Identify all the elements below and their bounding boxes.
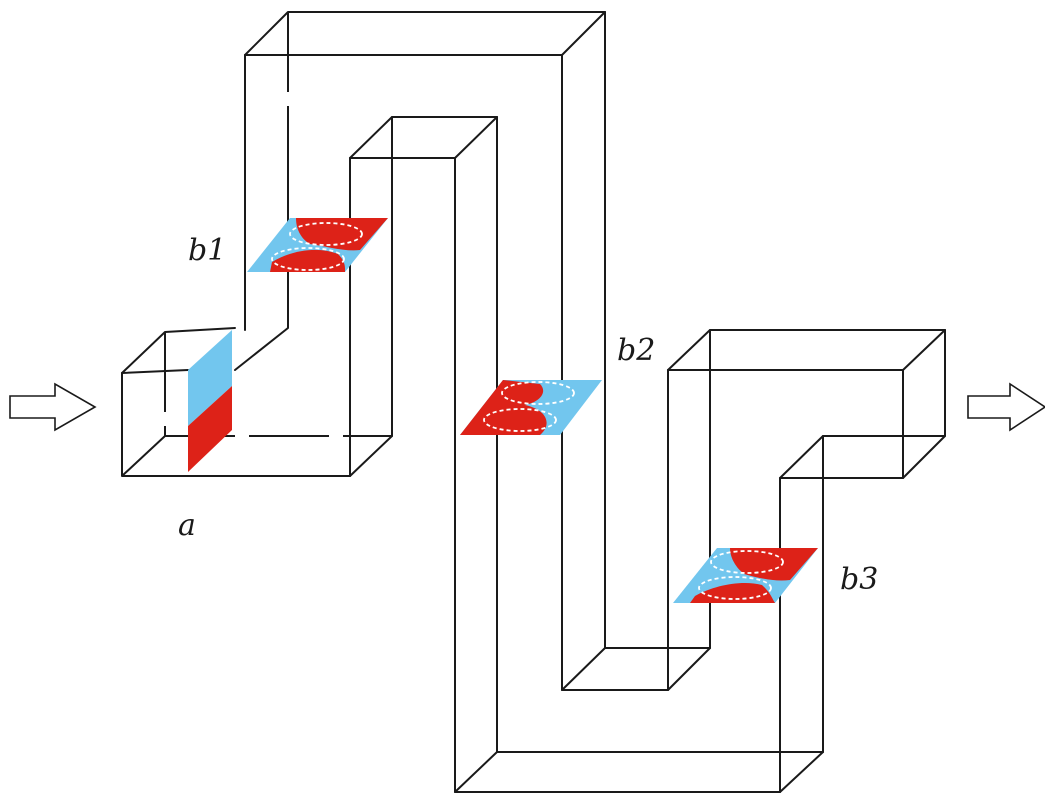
inlet-arrow-icon — [10, 384, 95, 430]
outlet-arrow-icon — [968, 384, 1045, 430]
cross-section-b3 — [673, 548, 818, 603]
cross-section-b2 — [460, 380, 602, 435]
cross-section-a — [188, 330, 232, 472]
label-b2: b2 — [617, 333, 655, 368]
label-a: a — [178, 508, 196, 543]
label-b3: b3 — [840, 562, 878, 597]
label-b1: b1 — [188, 233, 226, 268]
cross-section-b1 — [247, 218, 388, 272]
